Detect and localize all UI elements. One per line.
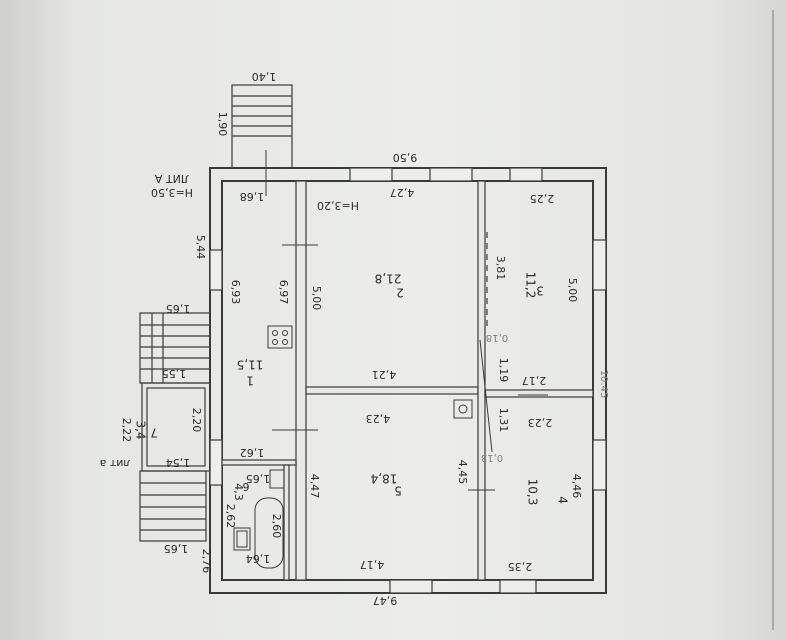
room5-area: 18,4 <box>371 472 398 486</box>
room6-dim-left: 2,62 <box>224 504 237 529</box>
room3-dim-partition: 3,81 <box>494 256 507 281</box>
room6-dim-tub: 2,60 <box>270 514 283 539</box>
room7-dim-outer: 2,22 <box>120 418 133 443</box>
dim-door-1-31: 1,31 <box>497 408 510 433</box>
room1-number: 1 <box>246 374 254 388</box>
porch-top-width: 1,40 <box>252 70 277 83</box>
bathtub-icon <box>254 497 284 569</box>
room3-dim-top: 2,25 <box>530 192 555 205</box>
outer-left-length: 5,44 <box>194 235 207 260</box>
litera-a-label: ЛИТ А <box>154 172 189 185</box>
room6-dim-top: 1,65 <box>246 472 271 485</box>
porch-middle-depth: 1,55 <box>162 367 187 380</box>
room1-dim-top: 1,68 <box>240 190 265 203</box>
room5-dim-right: 4,45 <box>456 460 469 485</box>
porch-top-depth: 1,90 <box>216 112 229 137</box>
dim-wall-0-13: 0,13 <box>481 452 503 463</box>
room6-number: 6 <box>243 480 250 493</box>
toilet-icon <box>269 469 285 489</box>
dimension-ticks <box>265 150 548 491</box>
room2-dim-side: 5,00 <box>310 286 323 311</box>
door-swing <box>479 339 493 453</box>
boiler-icon <box>453 399 473 419</box>
room6-dim-bottom: 1,64 <box>246 552 271 565</box>
outer-top-length: 9,50 <box>393 151 418 164</box>
height-a-label: H=3,50 <box>151 186 193 199</box>
stove-icon <box>267 325 293 349</box>
washbasin-icon <box>233 527 251 551</box>
porch-middle <box>139 312 211 384</box>
room4-number: 4 <box>556 496 570 504</box>
outer-bottom-length: 9,47 <box>373 594 398 607</box>
room5-number: 5 <box>394 484 402 498</box>
room5-dim-top: 4,23 <box>366 412 391 425</box>
room7-dim-side: 2,20 <box>190 408 203 433</box>
room2-dim-top: 4,27 <box>390 186 415 199</box>
dim-corridor-bottom: 1,62 <box>240 446 265 459</box>
room7-number: 7 <box>150 426 158 440</box>
dim-wall-0-18: 0,18 <box>486 332 508 343</box>
interior-walls <box>221 180 594 581</box>
porch-lower-width: 1,65 <box>164 542 189 555</box>
porch-lower-depth: 2,76 <box>200 549 213 574</box>
room5-dim-bottom: 4,17 <box>360 558 385 571</box>
porch-top <box>231 84 293 169</box>
dim-door-2-17: 2,17 <box>522 374 547 387</box>
room2-number: 2 <box>396 286 404 300</box>
room5-dim-left: 4,47 <box>308 474 321 499</box>
room4-dim-bottom: 2,35 <box>508 560 533 573</box>
litera-a-small-label: лит а <box>100 457 131 470</box>
windows <box>209 167 607 594</box>
room4-dim-side: 4,46 <box>570 474 583 499</box>
room7-area: 3,4 <box>134 420 148 439</box>
room3-number: 3 <box>536 284 544 298</box>
room1-dim-right: 6,97 <box>277 280 290 305</box>
room1-area: 11,5 <box>237 358 264 372</box>
room3-area: 11,2 <box>524 272 538 299</box>
room2-dim-bottom: 4,21 <box>372 368 397 381</box>
corner-note: 10.45 <box>598 370 609 399</box>
dimension-labels: 9,50 9,47 5,44 ЛИТ АH=3,50 лит а H=3,20 10.45 1… <box>100 70 609 607</box>
room4-area: 10,3 <box>526 479 540 506</box>
height-b-label: H=3,20 <box>317 199 359 212</box>
room3-dim-side: 5,00 <box>566 278 579 303</box>
room7-dim-bottom: 1,54 <box>166 456 191 469</box>
dim-door-1-19: 1,19 <box>497 358 510 383</box>
room6-area: 4,3 <box>232 483 245 501</box>
room1-dim-left: 6,93 <box>229 280 242 305</box>
room4-dim-top: 2,23 <box>528 416 553 429</box>
porch-lower <box>139 470 207 542</box>
room2-area: 21,8 <box>375 272 402 286</box>
porch-middle-width: 1,65 <box>166 302 191 315</box>
